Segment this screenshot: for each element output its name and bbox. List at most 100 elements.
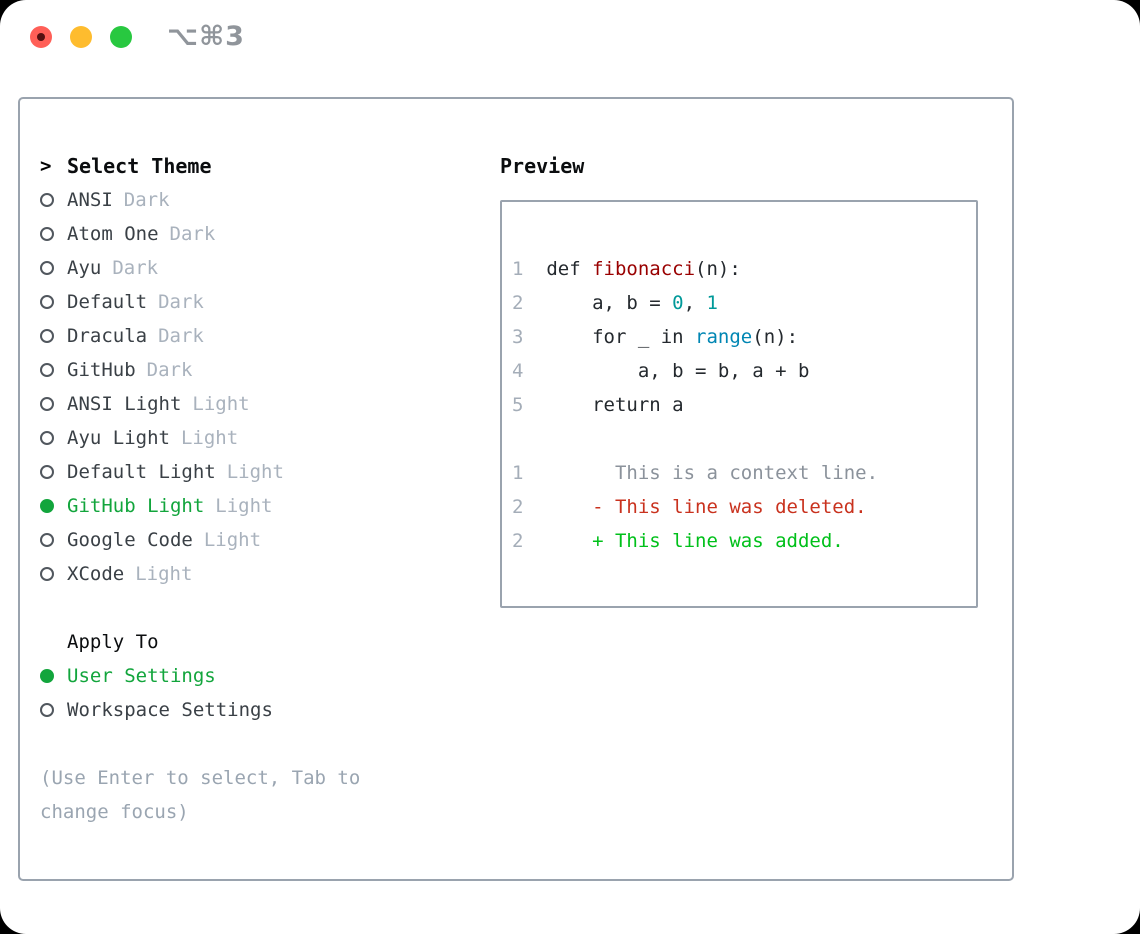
theme-variant-tag: Dark bbox=[112, 257, 159, 279]
code-line: 3 for _ in range(n): bbox=[512, 320, 966, 354]
close-button[interactable] bbox=[30, 26, 52, 48]
code-token-lineno: 4 bbox=[512, 360, 524, 382]
theme-name: Atom One bbox=[67, 223, 159, 245]
theme-option-github[interactable]: GitHub Dark bbox=[40, 353, 480, 387]
radio-icon bbox=[40, 295, 54, 309]
radio-icon bbox=[40, 193, 54, 207]
picker-header-row: > Select Theme bbox=[40, 149, 480, 183]
code-token-code: return a bbox=[523, 394, 684, 416]
theme-option-atom-one[interactable]: Atom One Dark bbox=[40, 217, 480, 251]
radio-marker bbox=[40, 499, 67, 513]
radio-marker bbox=[40, 567, 67, 581]
radio-icon bbox=[40, 329, 54, 343]
theme-name: XCode bbox=[67, 563, 125, 585]
spacer bbox=[40, 591, 480, 625]
preview-header-row: Preview bbox=[500, 149, 996, 183]
theme-name: Default Light bbox=[67, 461, 216, 483]
theme-variant-tag: Light bbox=[226, 461, 284, 483]
code-token-code: a, b = bbox=[523, 292, 673, 314]
code-line: 1 This is a context line. bbox=[512, 456, 966, 490]
code-token-builtin: range bbox=[695, 326, 753, 348]
code-token-code: a, b = b, a + b bbox=[523, 360, 810, 382]
theme-name: GitHub Light bbox=[67, 495, 205, 517]
radio-icon bbox=[40, 363, 54, 377]
code-line: 4 a, b = b, a + b bbox=[512, 354, 966, 388]
code-token-lineno: 1 bbox=[512, 462, 524, 484]
theme-name: ANSI bbox=[67, 189, 113, 211]
theme-variant-tag: Dark bbox=[169, 223, 216, 245]
theme-option-dracula[interactable]: Dracula Dark bbox=[40, 319, 480, 353]
radio-icon bbox=[40, 431, 54, 445]
code-token-code: , bbox=[683, 292, 707, 314]
spacer bbox=[40, 727, 480, 761]
theme-name: Dracula bbox=[67, 325, 148, 347]
theme-variant-tag: Dark bbox=[158, 291, 204, 313]
code-token-code: for _ in bbox=[523, 326, 696, 348]
code-token-lineno: 5 bbox=[512, 394, 524, 416]
hint-text: (Use Enter to select, Tab to change focu… bbox=[40, 767, 361, 823]
theme-name: Ayu Light bbox=[67, 427, 170, 449]
picker-title: Select Theme bbox=[67, 154, 212, 178]
theme-variant-tag: Light bbox=[203, 529, 262, 551]
radio-marker bbox=[40, 363, 67, 377]
theme-variant-tag: Dark bbox=[123, 189, 170, 211]
apply-to-title: Apply To bbox=[67, 631, 159, 653]
minimize-button[interactable] bbox=[70, 26, 92, 48]
apply-header-row: Apply To bbox=[40, 625, 480, 659]
radio-marker bbox=[40, 193, 67, 207]
theme-name: GitHub bbox=[67, 359, 136, 381]
code-line bbox=[512, 422, 966, 456]
apply-option-user-settings[interactable]: User Settings bbox=[40, 659, 480, 693]
theme-option-ansi[interactable]: ANSI Dark bbox=[40, 183, 480, 217]
preview-column: Preview 1 def fibonacci(n):2 a, b = 0, 1… bbox=[500, 149, 996, 608]
radio-icon bbox=[40, 397, 54, 411]
radio-icon bbox=[40, 261, 54, 275]
code-token-code: def bbox=[523, 258, 593, 280]
radio-marker bbox=[40, 533, 67, 547]
radio-marker bbox=[40, 669, 67, 683]
record-dot-icon bbox=[37, 33, 45, 41]
theme-option-default[interactable]: Default Dark bbox=[40, 285, 480, 319]
theme-name: ANSI Light bbox=[67, 393, 182, 415]
radio-marker bbox=[40, 227, 67, 241]
apply-option-workspace-settings[interactable]: Workspace Settings bbox=[40, 693, 480, 727]
code-token-code: (n): bbox=[752, 326, 799, 348]
radio-marker bbox=[40, 397, 67, 411]
theme-variant-tag: Light bbox=[135, 563, 193, 585]
code-line: 5 return a bbox=[512, 388, 966, 422]
theme-option-xcode[interactable]: XCode Light bbox=[40, 557, 480, 591]
theme-variant-tag: Dark bbox=[146, 359, 193, 381]
code-token-code: (n): bbox=[695, 258, 741, 280]
radio-selected-icon bbox=[40, 669, 54, 683]
theme-option-google-code[interactable]: Google Code Light bbox=[40, 523, 480, 557]
code-line: 2 + This line was added. bbox=[512, 524, 966, 558]
theme-variant-tag: Dark bbox=[158, 325, 204, 347]
radio-marker bbox=[40, 329, 67, 343]
theme-variant-tag: Light bbox=[180, 427, 239, 449]
code-token-lineno: 2 bbox=[512, 530, 524, 552]
theme-name: Google Code bbox=[67, 529, 193, 551]
radio-selected-icon bbox=[40, 499, 54, 513]
theme-option-ayu-light[interactable]: Ayu Light Light bbox=[40, 421, 480, 455]
code-token-lineno: 3 bbox=[512, 326, 524, 348]
theme-option-default-light[interactable]: Default Light Light bbox=[40, 455, 480, 489]
code-line: 1 def fibonacci(n): bbox=[512, 252, 966, 286]
apply-option-label: User Settings bbox=[67, 665, 216, 687]
radio-marker bbox=[40, 261, 67, 275]
radio-icon bbox=[40, 567, 54, 581]
apply-option-label: Workspace Settings bbox=[67, 699, 273, 721]
theme-name: Default bbox=[67, 291, 148, 313]
code-line: 2 a, b = 0, 1 bbox=[512, 286, 966, 320]
titlebar: ⌥⌘3 bbox=[0, 0, 1140, 74]
maximize-button[interactable] bbox=[110, 26, 132, 48]
code-token-deleted: - This line was deleted. bbox=[523, 496, 867, 518]
code-token-context: This is a context line. bbox=[523, 462, 879, 484]
